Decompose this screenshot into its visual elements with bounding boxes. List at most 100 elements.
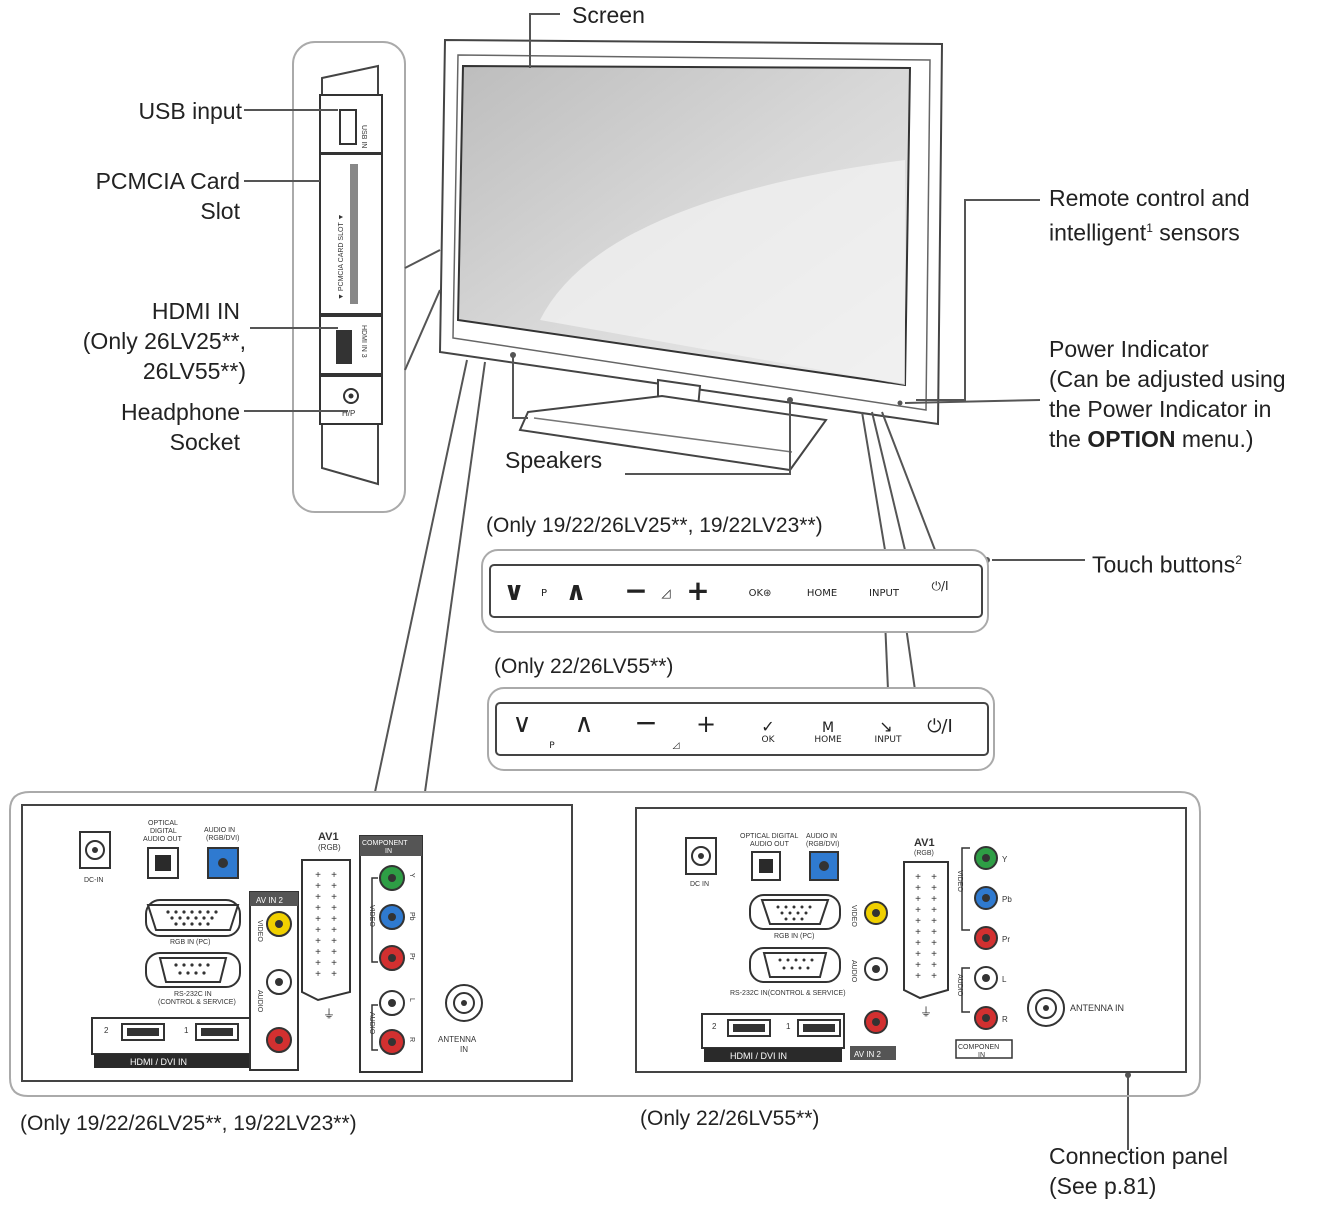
rs232-label-2: (CONTROL & SERVICE) bbox=[158, 999, 236, 1006]
touch2-vol-up: + bbox=[696, 710, 716, 738]
av1-label: AV1 bbox=[318, 831, 339, 843]
caption-touch-bottom: (Only 22/26LV55**) bbox=[494, 655, 674, 678]
hdmi-side-text: HDMI IN 3 bbox=[360, 325, 367, 358]
scart-pin: + bbox=[331, 881, 337, 892]
scart-pin: + bbox=[315, 903, 321, 914]
scart-pin: + bbox=[931, 916, 937, 927]
touch2-vol-down: − bbox=[634, 706, 657, 739]
touch2-ok-icon: ✓ bbox=[761, 717, 774, 736]
caption-touch-top: (Only 19/22/26LV25**, 19/22LV23**) bbox=[486, 514, 823, 537]
option-menu-name: OPTION bbox=[1087, 426, 1176, 452]
comp-video-label-r: VIDEO bbox=[956, 870, 963, 892]
hdmi-label-2: (Only 26LV25**, bbox=[82, 328, 246, 354]
audio-in-label-r1: AUDIO IN bbox=[806, 833, 837, 840]
dc-in-label: DC-IN bbox=[84, 877, 103, 884]
scart-icon: ⏚ bbox=[323, 1007, 335, 1021]
scart-pin: + bbox=[931, 960, 937, 971]
scart-pin: + bbox=[315, 936, 321, 947]
scart-pin: + bbox=[931, 883, 937, 894]
touch1-input: INPUT bbox=[869, 588, 900, 599]
hp-side-text: H/P bbox=[342, 409, 355, 418]
component-label-r1: COMPONEN bbox=[958, 1044, 999, 1051]
comp-pb-r: Pb bbox=[1002, 895, 1012, 904]
av1-sub-label: (RGB) bbox=[318, 843, 341, 852]
touch2-input-icon: ↘ bbox=[879, 717, 892, 736]
comp-video-label: VIDEO bbox=[368, 905, 375, 927]
side-hdmi-outline: HDMI IN 3 bbox=[319, 315, 383, 375]
hdmi-label-1: HDMI IN bbox=[151, 298, 240, 324]
connection-label-2: (See p.81) bbox=[1049, 1173, 1157, 1199]
rs232-label-r: RS-232C IN(CONTROL & SERVICE) bbox=[730, 990, 846, 997]
headphone-label-2: Socket bbox=[169, 429, 240, 455]
audio-in-label-2: (RGB/DVI) bbox=[206, 835, 239, 842]
scart-pin: + bbox=[315, 892, 321, 903]
power-label-4b: menu.) bbox=[1175, 426, 1254, 452]
hdmi-num-r1: 1 bbox=[786, 1022, 791, 1031]
touch-label-text: Touch buttons bbox=[1092, 551, 1236, 578]
power-label-2: (Can be adjusted using bbox=[1049, 366, 1286, 392]
scart-pin: + bbox=[931, 872, 937, 883]
antenna-label-r: ANTENNA IN bbox=[1070, 1003, 1124, 1013]
rs232-pins-r bbox=[778, 958, 814, 970]
comp-pr-r: Pr bbox=[1002, 935, 1010, 944]
leader-lines bbox=[244, 13, 1129, 1150]
remote-sup: 1 bbox=[1146, 221, 1153, 235]
caption-panel-right: (Only 22/26LV55**) bbox=[640, 1107, 820, 1130]
connection-panel-right: DC IN OPTICAL DIGITAL AUDIO OUT AUDIO IN… bbox=[635, 807, 1187, 1073]
comp-l-r: L bbox=[1002, 975, 1007, 984]
scart-pin: + bbox=[931, 949, 937, 960]
scart-pin: + bbox=[315, 958, 321, 969]
scart-pin: + bbox=[331, 958, 337, 969]
screen-label: Screen bbox=[572, 2, 645, 28]
power-label-3: the Power Indicator in bbox=[1049, 396, 1272, 422]
scart-pin: + bbox=[331, 925, 337, 936]
pcmcia-slot-outline: ▼ PCMCIA CARD SLOT ▼ bbox=[319, 153, 383, 315]
touch2-vol-icon: ◿ bbox=[673, 741, 680, 751]
av-in2-label: AV IN 2 bbox=[256, 896, 284, 905]
scart-pin: + bbox=[915, 949, 921, 960]
av2-audio-label: AUDIO bbox=[256, 990, 263, 1013]
touch-buttons-label: Touch buttons2 bbox=[1092, 545, 1242, 580]
scart-pin: + bbox=[915, 872, 921, 883]
touch2-home-label: HOME bbox=[814, 735, 842, 745]
rs232-pins bbox=[174, 963, 210, 975]
rgb-pins-r bbox=[776, 905, 812, 921]
connection-label-1: Connection panel bbox=[1049, 1143, 1229, 1169]
touch1-vol-icon: ◿ bbox=[660, 586, 670, 600]
speakers-label: Speakers bbox=[505, 447, 603, 473]
touch2-ok-label: OK bbox=[762, 735, 776, 745]
comp-audio-label-r: AUDIO bbox=[956, 974, 963, 997]
caption-panel-left: (Only 19/22/26LV25**, 19/22LV23**) bbox=[20, 1112, 357, 1135]
usb-side-text: USB IN bbox=[360, 125, 367, 148]
touch-sup: 2 bbox=[1235, 553, 1242, 567]
touch1-ch-down: ∨ bbox=[503, 577, 524, 607]
av2-audio-label-r: AUDIO bbox=[850, 960, 857, 983]
power-label-4a: the bbox=[1049, 426, 1088, 452]
connection-panel-frame bbox=[9, 791, 1201, 1097]
touch1-ok: OK⊛ bbox=[749, 588, 772, 599]
pcmcia-label-1: PCMCIA Card bbox=[95, 168, 240, 194]
comp-y-r: Y bbox=[1002, 855, 1008, 864]
rgb-in-label-r: RGB IN (PC) bbox=[774, 933, 814, 940]
comp-r: R bbox=[408, 1037, 415, 1042]
scart-pin: + bbox=[315, 914, 321, 925]
touch1-home: HOME bbox=[807, 588, 837, 599]
touch2-input-label: INPUT bbox=[875, 735, 902, 745]
tv-illustration bbox=[438, 38, 944, 472]
remote-label-2: intelligent1 sensors bbox=[1049, 213, 1240, 248]
scart-pin: + bbox=[315, 881, 321, 892]
scart-pin: + bbox=[931, 905, 937, 916]
component-label-2: IN bbox=[385, 848, 392, 855]
usb-port-outline: USB IN bbox=[319, 94, 383, 154]
audio-in-label-r2: (RGB/DVI) bbox=[806, 841, 839, 848]
optical-label-r1: OPTICAL DIGITAL bbox=[740, 833, 798, 840]
scart-pin: + bbox=[331, 903, 337, 914]
headphone-outline: H/P bbox=[319, 375, 383, 425]
optical-label-1: OPTICAL bbox=[148, 820, 178, 827]
touch2-p-label: P bbox=[549, 741, 555, 751]
comp-r-r: R bbox=[1002, 1015, 1008, 1024]
scart-pin: + bbox=[331, 892, 337, 903]
